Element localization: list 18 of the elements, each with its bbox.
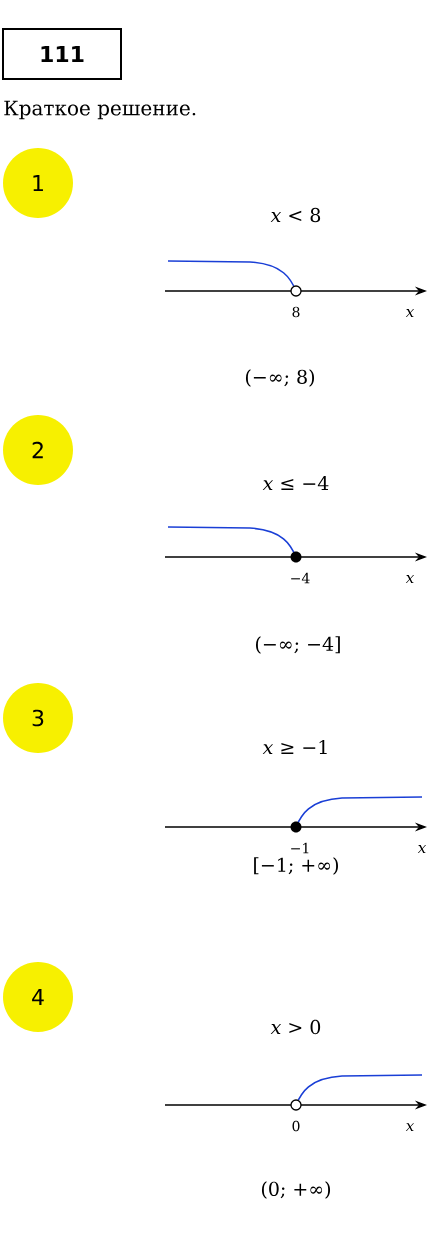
axis-label: x — [405, 575, 414, 583]
tick-label: −1 — [291, 842, 309, 854]
inequality: x < 8 — [270, 207, 321, 223]
axis-label: x — [405, 309, 414, 317]
tick-label: 0 — [292, 1120, 300, 1132]
interval-answer: (−∞; −4] — [256, 636, 340, 654]
interval-answer: (−∞; 8) — [245, 369, 315, 387]
inequality: x > 0 — [270, 1019, 321, 1035]
inequality: x ≤ −4 — [262, 475, 329, 491]
interval-answer: [−1; +∞) — [254, 857, 338, 875]
number-box: 111 — [2, 28, 122, 80]
axis-label: x — [405, 1123, 414, 1131]
interval-answer: (0; +∞) — [261, 1181, 331, 1199]
tick-label: −4 — [291, 572, 310, 584]
instruction-text: Краткое решение. — [4, 100, 196, 120]
axis-label: x — [417, 845, 426, 853]
inequality: x ≥ −1 — [262, 739, 327, 755]
tick-label: 8 — [292, 306, 300, 318]
